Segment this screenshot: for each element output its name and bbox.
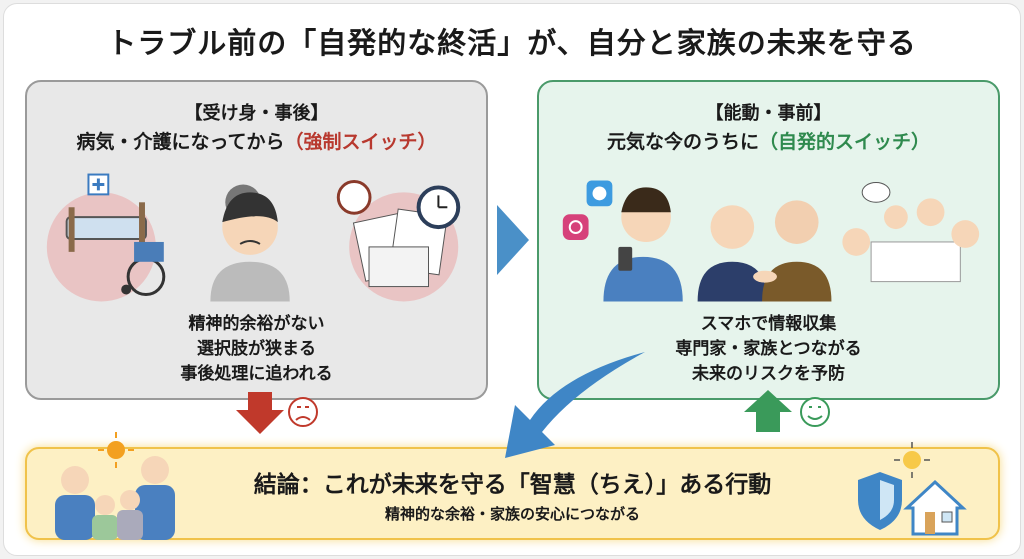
reactive-point: 選択肢が狭まる <box>197 339 316 359</box>
reactive-point: 精神的余裕がない <box>188 314 325 334</box>
reactive-panel: 【受け身・事後】 病気・介護になってから（強制スイッチ） 精神的余裕がない 選択… <box>25 80 488 400</box>
instagram-icon <box>562 214 589 240</box>
reactive-points: 精神的余裕がない 選択肢が狭まる 事後処理に追われる <box>27 312 486 387</box>
twitter-icon <box>586 180 613 207</box>
conclusion-panel: 結論：これが未来を守る「智慧（ちえ）」ある行動 精神的な余裕・家族の安心につなが… <box>25 447 1000 540</box>
smartphone-person-icon <box>603 187 683 302</box>
chevron-right-icon <box>497 205 529 275</box>
reactive-point: 事後処理に追われる <box>180 364 333 384</box>
conclusion-sub: 精神的な余裕・家族の安心につながる <box>384 505 640 523</box>
reactive-subheading: 病気・介護になってから（強制スイッチ） <box>27 127 486 154</box>
proactive-subheading: 元気な今のうちに（自発的スイッチ） <box>539 127 998 154</box>
voluntary-switch-label: （自発的スイッチ） <box>759 131 931 153</box>
forced-switch-label: （強制スイッチ） <box>284 131 437 153</box>
proactive-heading: 【能動・事前】 <box>705 103 832 124</box>
conclusion-main: 結論：これが未来を守る「智慧（ちえ）」ある行動 <box>253 472 772 498</box>
worried-person-icon <box>210 184 290 302</box>
reactive-heading: 【受け身・事後】 <box>184 103 329 124</box>
wheelchair-icon <box>121 241 166 296</box>
hospital-bed-icon <box>65 173 147 252</box>
proactive-point: スマホで情報収集 <box>700 314 837 334</box>
page-title: トラブル前の「自発的な終活」が、自分と家族の未来を守る <box>107 26 917 60</box>
proactive-panel: 【能動・事前】 元気な今のうちに（自発的スイッチ） スマホで情報収集 専門家・家… <box>537 80 1000 400</box>
proactive-point: 未来のリスクを予防 <box>692 364 845 384</box>
handshake-icon <box>697 200 832 302</box>
reactive-illustrations <box>46 173 461 302</box>
proactive-illustrations <box>562 180 980 302</box>
proactive-subheading-text: 元気な今のうちに <box>606 131 759 153</box>
family-meeting-icon <box>842 181 980 283</box>
documents-icon <box>352 208 448 288</box>
proactive-point: 専門家・家族とつながる <box>675 339 862 359</box>
proactive-points: スマホで情報収集 専門家・家族とつながる 未来のリスクを予防 <box>539 312 998 387</box>
reactive-subheading-text: 病気・介護になってから <box>76 131 285 153</box>
clock-icon <box>336 179 461 230</box>
